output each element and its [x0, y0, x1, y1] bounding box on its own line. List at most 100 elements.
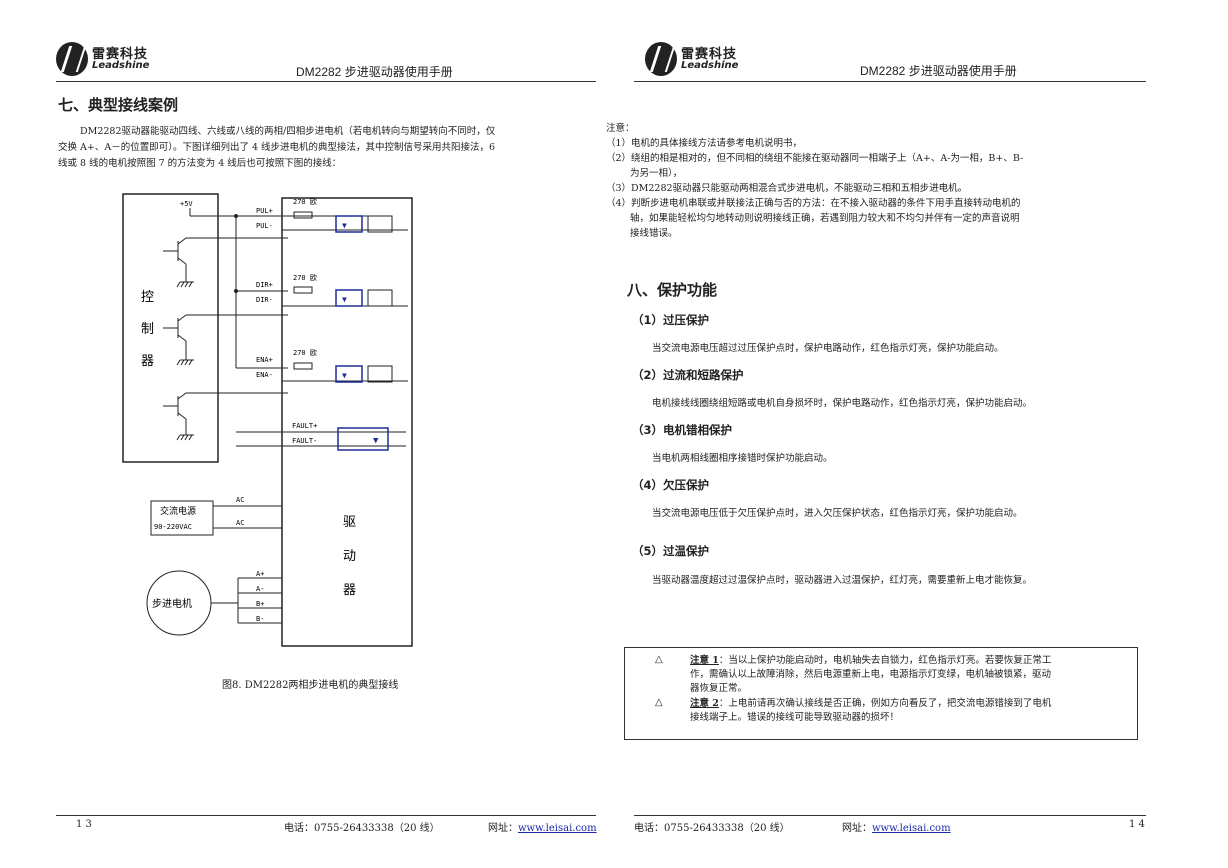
phase-label: A-: [256, 585, 264, 593]
vcc-label: +5V: [180, 200, 193, 208]
signal-label: ENA-: [256, 371, 273, 379]
note-item: 为另一相），: [630, 168, 683, 179]
warning-note-2: 注意 2：上电前请再次确认接线是否正确，例如方向看反了，把交流电源错接到了电机 …: [690, 697, 1132, 725]
protection-title: （2）过流和短路保护: [632, 368, 744, 382]
note-item: 轴，如果能轻松均匀地转动则说明接线正确，若遇到阻力较大和不均匀并伴有一定的声音说…: [630, 213, 1020, 224]
optocoupler-icon: [367, 365, 393, 383]
optocoupler-icon: [367, 289, 393, 307]
svg-text:▼: ▼: [342, 221, 347, 230]
wiring-diagram: 控 制 器 +5V 驱 动 器 PUL+ PUL- 270 欧: [122, 193, 413, 647]
note-item: （1）电机的具体接线方法请参考电机说明书，: [606, 138, 803, 149]
power-label: 交流电源: [160, 505, 196, 517]
signal-label: DIR-: [256, 296, 273, 304]
note-item: （3）DM2282驱动器只能驱动两相混合式步进电机，不能驱动三相和五相步进电机。: [606, 183, 968, 194]
footer-rule-left: [56, 815, 596, 816]
website-link[interactable]: www.leisai.com: [872, 823, 951, 834]
svg-text:▼: ▼: [373, 436, 379, 446]
ac-label: AC: [236, 519, 244, 527]
logo-right: 雷赛科技 Leadshine: [645, 42, 738, 76]
signal-label: ENA+: [256, 356, 273, 364]
resistor-label: 270 欧: [293, 197, 317, 206]
page-number-left: 1 3: [76, 819, 92, 830]
intro-line: 线或 8 线的电机按照图 7 的方法变为 4 线后也可按照下图的接线：: [58, 158, 342, 169]
ac-label: AC: [236, 496, 244, 504]
resistor-icon: [293, 211, 313, 219]
manual-title-left: DM2282 步进驱动器使用手册: [296, 65, 453, 79]
logo-cn: 雷赛科技: [92, 46, 149, 62]
controller-label: 制: [141, 322, 154, 337]
section-title-wiring: 七、典型接线案例: [58, 96, 179, 114]
controller-label: 控: [141, 290, 154, 305]
note-item: （2）绕组的相是相对的，但不同相的绕组不能接在驱动器同一相端子上（A+、A-为一…: [606, 153, 1024, 164]
resistor-icon: [293, 286, 313, 294]
logo-cn: 雷赛科技: [681, 46, 738, 62]
phase-label: B-: [256, 615, 264, 623]
driver-box: [281, 197, 413, 647]
phase-label: A+: [256, 570, 264, 578]
footer-phone: 电话：0755-26433338（20 线）: [634, 823, 790, 834]
driver-label: 驱: [343, 515, 356, 530]
warning-box: △ 注意 1：当以上保护功能启动时，电机轴失去自锁力，红色指示灯亮。若要恢复正常…: [624, 647, 1138, 740]
warning-icon: △: [655, 654, 663, 665]
resistor-label: 270 欧: [293, 273, 317, 282]
note-item: 接线错误。: [630, 228, 678, 239]
note-text: 接线端子上。错误的接线可能导致驱动器的损坏！: [690, 712, 900, 723]
figure-caption: 图8. DM2282两相步进电机的典型接线: [222, 680, 399, 691]
footer-web: 网址：www.leisai.com: [842, 819, 951, 834]
note-item: （4）判断步进电机串联或并联接法正确与否的方法：在不接入驱动器的条件下用手直接转…: [606, 198, 1021, 209]
logo-left: 雷赛科技 Leadshine: [56, 42, 149, 76]
protection-title: （5）过温保护: [632, 544, 710, 558]
section-title-protection: 八、保护功能: [627, 281, 718, 299]
note-text: 器恢复正常。: [690, 683, 748, 694]
protection-text: 当电机两相线圈相序接错时保护功能启动。: [652, 453, 833, 464]
protection-text: 电机接线线圈绕组短路或电机自身损坏时，保护电路动作，红色指示灯亮，保护功能启动。: [652, 398, 1033, 409]
note-label: 注意 2: [690, 698, 719, 709]
transistor-icon: [163, 237, 288, 288]
optocoupler-icon: [335, 289, 363, 307]
notes-title: 注意：: [606, 123, 635, 134]
web-label: 网址：: [488, 823, 518, 834]
signal-label: FAULT+: [292, 422, 317, 430]
controller-label: 器: [141, 354, 154, 369]
signal-label: PUL+: [256, 207, 273, 215]
website-link[interactable]: www.leisai.com: [518, 823, 597, 834]
optocoupler-icon: [367, 215, 393, 233]
driver-label: 动: [343, 549, 356, 564]
logo-en: Leadshine: [92, 59, 150, 71]
phase-label: B+: [256, 600, 264, 608]
leadshine-logo-icon: [56, 42, 88, 76]
signal-label: PUL-: [256, 222, 273, 230]
footer-phone: 电话：0755-26433338（20 线）: [284, 823, 440, 834]
resistor-icon: [293, 362, 313, 370]
protection-title: （3）电机错相保护: [632, 423, 733, 437]
warning-note-1: 注意 1：当以上保护功能启动时，电机轴失去自锁力，红色指示灯亮。若要恢复正常工 …: [690, 654, 1132, 696]
optocoupler-icon: [337, 427, 389, 451]
optocoupler-icon: [335, 215, 363, 233]
header-rule-left: [56, 81, 596, 82]
power-spec: 90-220VAC: [154, 523, 192, 531]
protection-title: （4）欠压保护: [632, 478, 710, 492]
manual-title-right: DM2282 步进驱动器使用手册: [860, 64, 1017, 78]
header-rule-right: [634, 81, 1146, 82]
protection-text: 当驱动器温度超过过温保护点时，驱动器进入过温保护，红灯亮，需要重新上电才能恢复。: [652, 575, 1033, 586]
intro-line: 交换 A+、A－的位置即可）。下图详细列出了 4 线步进电机的典型接法，其中控制…: [58, 142, 496, 153]
web-label: 网址：: [842, 823, 872, 834]
signal-label: DIR+: [256, 281, 273, 289]
svg-text:▼: ▼: [342, 371, 347, 380]
note-text: 作，需确认以上故障消除，然后电源重新上电，电源指示灯变绿，电机轴被锁紧，驱动: [690, 669, 1052, 680]
svg-text:▼: ▼: [342, 295, 347, 304]
page-number-right: 1 4: [1129, 819, 1145, 830]
driver-label: 器: [343, 583, 356, 598]
resistor-label: 270 欧: [293, 348, 317, 357]
footer-web: 网址：www.leisai.com: [488, 819, 597, 834]
logo-en: Leadshine: [681, 59, 739, 71]
transistor-icon: [163, 314, 288, 366]
controller-box: [122, 193, 219, 463]
note-label: 注意 1: [690, 655, 719, 666]
wiring-notes: 注意： （1）电机的具体接线方法请参考电机说明书， （2）绕组的相是相对的，但不…: [606, 121, 1126, 241]
motor-label: 步进电机: [152, 597, 192, 610]
power-box: [150, 500, 214, 536]
intro-line: DM2282驱动器能驱动四线、六线或八线的两相/四相步进电机（若电机转向与期望转…: [80, 126, 496, 137]
footer-rule-right: [634, 815, 1146, 816]
signal-label: FAULT-: [292, 437, 317, 445]
